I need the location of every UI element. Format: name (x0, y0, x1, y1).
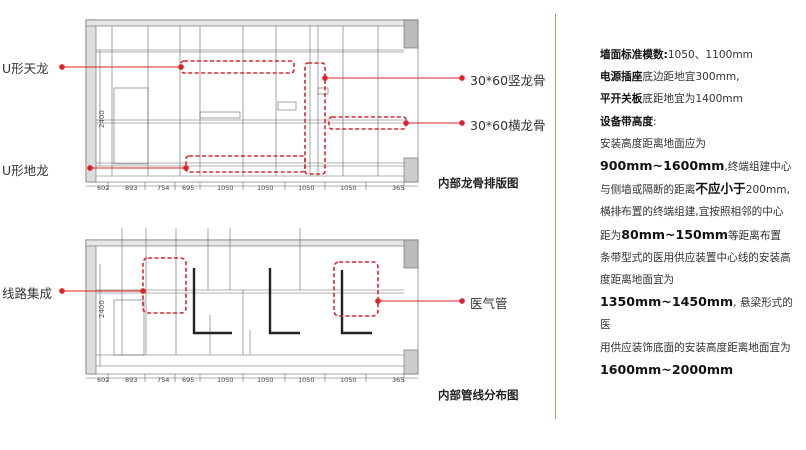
top-dim-0: 602 (97, 184, 109, 192)
spec-wall-module-value: 1050、1100mm (667, 49, 753, 61)
callout-horizontal-keel: 30*60横龙骨 (470, 118, 546, 133)
bottom-dim-6: 1050 (298, 376, 315, 384)
line-integration-box (142, 257, 187, 314)
spec-line-5b: 等距离布置 (728, 229, 782, 242)
bottom-highlights (142, 257, 379, 317)
bottom-dim-1: 893 (125, 376, 137, 384)
spec-line-3a: 与侧墙或隔断的距离 (600, 184, 696, 197)
top-dim-6: 1050 (298, 184, 315, 192)
spec-line-2: 900mm~1600mm,终端组建中心 (600, 155, 800, 178)
top-height-label: 2400 (98, 110, 106, 128)
medical-gas-pipes (192, 268, 372, 335)
bottom-drawing-caption: 内部管线分布图 (438, 388, 519, 402)
bottom-height-label: 2400 (98, 300, 106, 318)
bottom-dim-2: 754 (157, 376, 169, 384)
bottom-drawing (85, 228, 419, 382)
spec-line-9: 用供应装饰底面的安装高度距离地面宜为 (600, 341, 791, 354)
spec-equipment-label: 设备带高度 (600, 115, 653, 128)
bottom-dim-8: 365 (392, 376, 404, 384)
cad-drawings: 2400 602 893 754 695 1050 1050 1050 1050… (59, 19, 465, 384)
spec-line-3: 与侧墙或隔断的距离不应小于200mm, (600, 178, 800, 201)
spec-equipment: 设备带高度: (600, 111, 800, 133)
u-top-keel-box (180, 60, 295, 74)
top-drawing-caption: 内部龙骨排版图 (438, 176, 519, 190)
spec-line-5a: 距为 (600, 229, 622, 242)
callout-u-top-keel: U形天龙 (2, 61, 49, 76)
spec-switch-text: 底距地宜为1400mm (642, 93, 743, 106)
callout-u-floor-keel: U形地龙 (2, 163, 49, 178)
gold-divider (555, 14, 556, 419)
spec-outlet: 电源插座底边距地宜300mm, (600, 66, 800, 88)
spec-switch: 平开关板底距地宜为1400mm (600, 88, 800, 110)
bottom-connectors (59, 288, 465, 304)
spec-line-6: 条带型式的医用供应装置中心线的安装高 (600, 251, 791, 264)
vertical-keel-box (304, 62, 326, 175)
callout-line-integration: 线路集成 (2, 286, 53, 301)
bottom-dimension-labels: 602 893 754 695 1050 1050 1050 1050 365 (97, 376, 404, 384)
drawings-area: 2400 602 893 754 695 1050 1050 1050 1050… (2, 19, 546, 402)
spec-line-10: 1600mm~2000mm (600, 359, 800, 382)
u-floor-keel-box (185, 155, 306, 173)
bottom-dim-5: 1050 (257, 376, 274, 384)
spec-outlet-text: 底边距地宜300mm, (642, 71, 740, 84)
spec-text-panel: 墙面标准模数:1050、1100mm 电源插座底边距地宜300mm, 平开关板底… (600, 44, 800, 382)
spec-line-8-text: , 悬梁形式的医 (600, 297, 793, 332)
top-dim-2: 754 (157, 184, 169, 192)
top-dim-5: 1050 (257, 184, 274, 192)
spec-line-7: 度距离地面宜为 (600, 274, 675, 287)
spec-range-1: 900mm~1600mm (600, 158, 725, 174)
top-connectors (59, 64, 465, 171)
top-dim-8: 365 (392, 184, 404, 192)
top-drawing (85, 19, 419, 190)
spec-line-4: 横排布置的终端组建,宜按照相邻的中心 (600, 206, 784, 219)
medical-gas-box (333, 261, 379, 317)
spec-range-4: 1600mm~2000mm (600, 361, 734, 377)
spec-wall-module-label: 墙面标准模数: (600, 49, 668, 61)
bottom-dim-7: 1050 (340, 376, 357, 384)
spec-line-3b: 不应小于 (695, 181, 746, 197)
bottom-dim-3: 695 (182, 376, 194, 384)
spec-equipment-colon: : (652, 115, 657, 128)
spec-line-3c: 200mm, (745, 184, 790, 197)
callout-medical-gas-pipe: 医气管 (470, 296, 508, 311)
top-dim-1: 893 (125, 184, 137, 192)
spec-line-5: 距为80mm~150mm等距离布置 (600, 224, 800, 247)
bottom-dim-0: 602 (97, 376, 109, 384)
spec-outlet-label: 电源插座 (600, 71, 643, 84)
spec-line-2-text: ,终端组建中心 (724, 161, 792, 174)
spec-range-3: 1350mm~1450mm (600, 294, 734, 310)
spec-switch-label: 平开关板 (600, 93, 643, 106)
spec-range-2: 80mm~150mm (621, 226, 729, 242)
callout-vertical-keel: 30*60竖龙骨 (470, 73, 546, 88)
top-dim-4: 1050 (217, 184, 234, 192)
spec-line-8: 1350mm~1450mm, 悬梁形式的医 (600, 291, 800, 336)
bottom-dim-4: 1050 (217, 376, 234, 384)
top-dim-3: 695 (182, 184, 194, 192)
top-dim-7: 1050 (340, 184, 357, 192)
spec-line-1: 安装高度距离地面应为 (600, 137, 706, 150)
top-dimension-labels: 602 893 754 695 1050 1050 1050 1050 365 (97, 184, 404, 192)
spec-wall-module: 墙面标准模数:1050、1100mm (600, 44, 800, 66)
